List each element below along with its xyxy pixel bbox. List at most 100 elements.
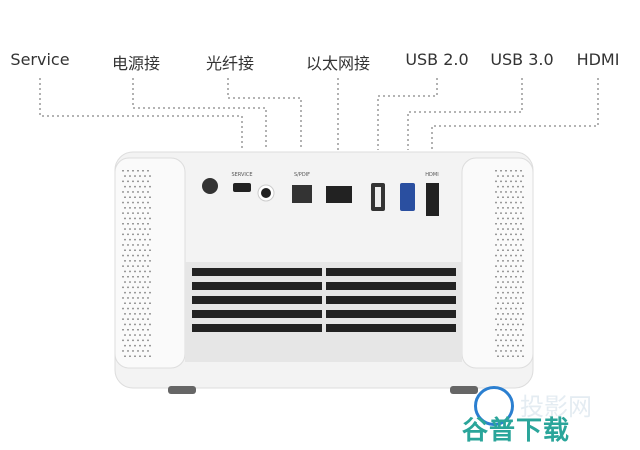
grille-dot: [144, 207, 146, 209]
vent-slot: [192, 282, 322, 290]
grille-dot: [139, 217, 141, 220]
watermark-ring-icon: [474, 386, 514, 426]
grille-dot: [144, 196, 146, 198]
grille-dot: [134, 323, 136, 326]
grille-dot: [139, 291, 141, 294]
grille-dot: [517, 323, 519, 326]
grille-dot: [522, 323, 524, 326]
grille-dot: [129, 270, 131, 273]
grille-dot: [139, 196, 141, 198]
grille-dot: [517, 334, 519, 336]
grille-dot: [139, 313, 141, 315]
grille-dot: [124, 207, 126, 209]
spdif-port: [292, 185, 312, 203]
grille-dot: [502, 228, 504, 230]
usb3-port: [400, 183, 415, 211]
grille-dot: [497, 238, 499, 241]
grille-dot: [505, 180, 507, 183]
grille-dot: [124, 302, 126, 304]
grille-dot: [129, 281, 131, 283]
grille-dot: [142, 244, 144, 246]
grille-dot: [144, 185, 146, 188]
grille-dot: [134, 185, 136, 188]
grille-dot: [520, 350, 522, 352]
grille-dot: [129, 313, 131, 315]
right-foot: [450, 386, 478, 394]
grille-dot: [134, 196, 136, 198]
grille-dot: [517, 302, 519, 304]
grille-dot: [497, 185, 499, 188]
grille-dot: [522, 355, 524, 357]
grille-dot: [520, 233, 522, 236]
grille-dot: [520, 318, 522, 320]
grille-dot: [134, 270, 136, 273]
grille-dot: [500, 286, 502, 289]
vent-slot: [326, 268, 456, 276]
grille-dot: [510, 286, 512, 289]
grille-dot: [122, 297, 124, 299]
grille-dot: [517, 217, 519, 220]
grille-dot: [127, 297, 129, 299]
vent-slot: [326, 310, 456, 318]
grille-dot: [124, 260, 126, 262]
grille-dot: [132, 244, 134, 246]
grille-dot: [495, 297, 497, 299]
grille-dot: [495, 201, 497, 204]
grille-dot: [132, 339, 134, 342]
grille-dot: [142, 201, 144, 204]
leader-usb3: [407, 78, 523, 150]
grille-dot: [497, 249, 499, 251]
grille-dot: [520, 297, 522, 299]
grille-dot: [510, 297, 512, 299]
grille-dot: [505, 329, 507, 331]
grille-dot: [137, 339, 139, 342]
grille-dot: [522, 207, 524, 209]
grille-dot: [522, 175, 524, 177]
grille-dot: [500, 223, 502, 225]
grille-dot: [510, 233, 512, 236]
grille-dot: [502, 334, 504, 336]
grille-dot: [129, 323, 131, 326]
grille-dot: [522, 313, 524, 315]
leader-hdmi: [431, 78, 599, 150]
grille-dot: [129, 207, 131, 209]
grille-dot: [137, 276, 139, 278]
grille-dot: [500, 170, 502, 172]
grille-dot: [507, 207, 509, 209]
grille-dot: [127, 339, 129, 342]
grille-dot: [144, 175, 146, 177]
grille-dot: [144, 355, 146, 357]
grille-dot: [149, 355, 151, 357]
grille-dot: [502, 238, 504, 241]
grille-dot: [122, 244, 124, 246]
grille-dot: [517, 228, 519, 230]
grille-dot: [502, 217, 504, 220]
grille-dot: [510, 276, 512, 278]
grille-dot: [512, 323, 514, 326]
grille-dot: [134, 249, 136, 251]
grille-dot: [515, 276, 517, 278]
grille-dot: [510, 170, 512, 172]
grille-dot: [502, 270, 504, 273]
grille-dot: [500, 233, 502, 236]
grille-dot: [522, 260, 524, 262]
grille-dot: [147, 339, 149, 342]
grille-dot: [515, 244, 517, 246]
grille-dot: [520, 329, 522, 331]
grille-dot: [127, 276, 129, 278]
grille-dot: [512, 281, 514, 283]
grille-dot: [512, 228, 514, 230]
grille-dot: [144, 260, 146, 262]
grille-dot: [139, 270, 141, 273]
grille-dot: [134, 355, 136, 357]
grille-dot: [142, 307, 144, 310]
grille-dot: [515, 329, 517, 331]
grille-dot: [507, 217, 509, 220]
grille-dot: [502, 313, 504, 315]
grille-dot: [132, 233, 134, 236]
grille-dot: [500, 329, 502, 331]
vent-slot: [192, 310, 322, 318]
grille-dot: [147, 307, 149, 310]
grille-dot: [144, 217, 146, 220]
grille-dot: [147, 233, 149, 236]
